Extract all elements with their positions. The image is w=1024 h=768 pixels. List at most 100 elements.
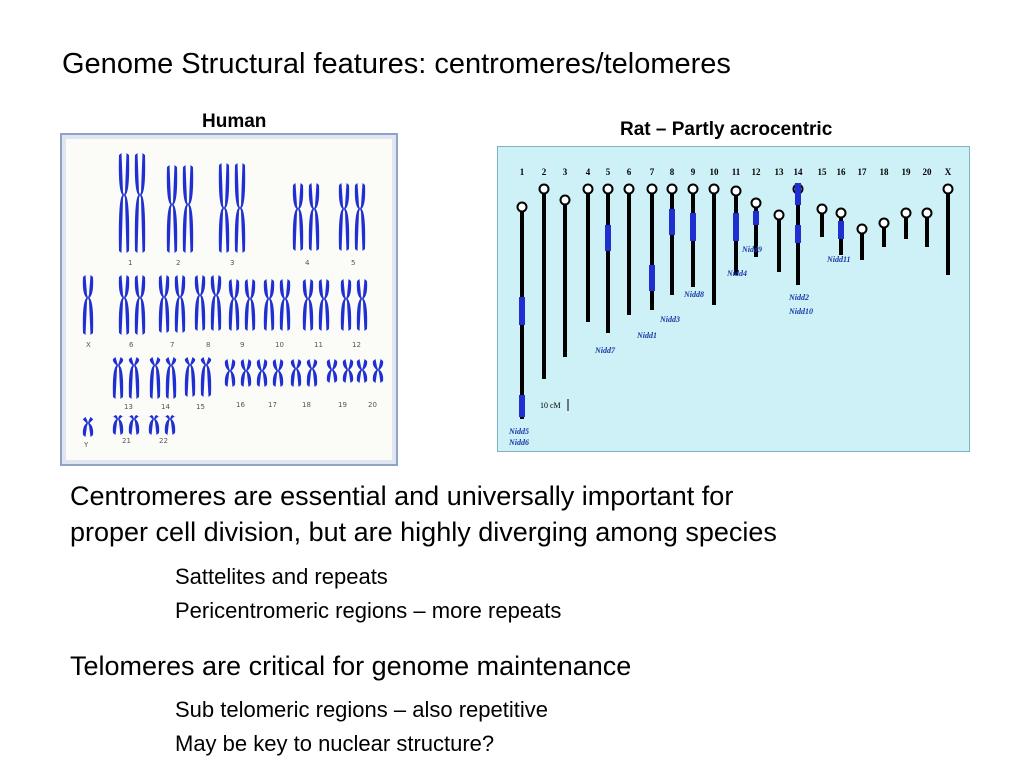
telomeres-point: Telomeres are critical for genome mainte…	[70, 651, 632, 681]
chromosome	[134, 275, 146, 335]
nidd-label: Nidd5	[509, 427, 529, 436]
rat-chr-number: X	[944, 167, 952, 177]
karyo-label: 3	[230, 259, 235, 267]
karyo-label: 15	[196, 403, 205, 411]
karyo-label: 4	[305, 259, 310, 267]
rat-caption: Rat – Partly acrocentric	[620, 119, 833, 140]
rat-chr-number: 1	[519, 167, 525, 177]
nidd-label: Nidd4	[727, 269, 747, 278]
karyo-label: 9	[240, 341, 245, 349]
rat-chr-number: 8	[669, 167, 675, 177]
chromosome	[256, 359, 268, 387]
rat-chromosome-drawing	[516, 183, 954, 419]
chromosome	[308, 183, 320, 251]
rat-chromosome	[856, 223, 868, 260]
rat-chromosome	[559, 194, 571, 357]
rat-chromosome	[816, 203, 828, 237]
rat-linkage-map: 1 2 3 4 5 6 7 8 9 10 11 12 13 14 15 16 1…	[497, 146, 970, 452]
nidd-label: Nidd6	[509, 438, 529, 447]
chromosome	[174, 275, 186, 333]
nidd-label: Nidd2	[789, 293, 809, 302]
chromosome	[356, 359, 368, 383]
rat-chromosome	[773, 209, 785, 272]
chromosome	[218, 163, 230, 253]
rat-chr-number: 13	[774, 167, 784, 177]
karyo-label: 20	[368, 401, 377, 409]
karyo-label: 14	[161, 403, 170, 411]
chromosome	[356, 279, 368, 331]
chromosome	[165, 357, 177, 399]
chromosome	[82, 417, 94, 437]
chromosome	[318, 279, 330, 331]
chromosome	[118, 275, 130, 335]
karyo-label: 18	[302, 401, 311, 409]
scale-bar-label: 10 cM	[540, 401, 561, 410]
karyo-label: 8	[206, 341, 211, 349]
chromosome	[210, 275, 222, 331]
chromosome	[372, 359, 384, 383]
rat-chr-number: 20	[922, 167, 932, 177]
rat-chr-number: 18	[879, 167, 889, 177]
chromosome	[234, 163, 246, 253]
human-karyotype-image: 1 2 3 4 5 X 6 7 8 9 10 11 12 13 14 15 16…	[60, 133, 398, 466]
chromosome	[279, 279, 291, 331]
chromosome	[194, 275, 206, 331]
chromosome	[224, 359, 236, 387]
chromosome	[149, 357, 161, 399]
centromeres-subpoint: Pericentromeric regions – more repeats	[175, 598, 562, 623]
rat-chromosome	[878, 217, 890, 247]
rat-chromosome	[900, 207, 912, 239]
telomeres-subpoint: Sub telomeric regions – also repetitive	[175, 697, 548, 722]
karyo-label: 6	[129, 341, 134, 349]
rat-chr-number: 15	[817, 167, 827, 177]
chromosome	[272, 359, 284, 387]
rat-chromosome	[646, 183, 658, 310]
rat-chromosome	[582, 183, 594, 322]
human-chromosomes-drawing	[82, 153, 384, 437]
slide-title: Genome Structural features: centromeres/…	[62, 48, 731, 80]
karyo-label: 11	[314, 341, 323, 349]
chromosome	[82, 275, 94, 335]
chromosome	[182, 165, 194, 253]
chromosome	[148, 415, 160, 435]
nidd-label: Nidd11	[827, 255, 851, 264]
rat-chr-number: 19	[901, 167, 911, 177]
rat-chr-number: 16	[836, 167, 846, 177]
chromosome	[134, 153, 146, 253]
centromeres-subpoint: Sattelites and repeats	[175, 564, 388, 589]
rat-chromosome	[623, 183, 635, 315]
chromosome	[290, 359, 302, 387]
nidd-label: Nidd1	[637, 331, 657, 340]
rat-chromosome	[602, 183, 614, 333]
karyo-label: 17	[268, 401, 277, 409]
chromosome	[128, 357, 140, 399]
rat-chromosome	[538, 183, 550, 379]
chromosome	[166, 165, 178, 253]
chromosome	[158, 275, 170, 333]
karyo-label: 21	[122, 437, 131, 445]
karyo-label: 16	[236, 401, 245, 409]
chromosome	[200, 357, 212, 397]
rat-chr-number: 11	[731, 167, 741, 177]
rat-chr-number: 4	[585, 167, 591, 177]
chromosome	[228, 279, 240, 331]
rat-chr-number: 6	[626, 167, 632, 177]
chromosome	[128, 415, 140, 435]
chromosome	[340, 279, 352, 331]
rat-chr-number: 7	[649, 167, 655, 177]
karyo-label: 10	[275, 341, 284, 349]
chromosome	[338, 183, 350, 251]
karyo-label: 12	[352, 341, 361, 349]
chromosome	[244, 279, 256, 331]
rat-chr-number: 5	[605, 167, 611, 177]
rat-chr-number: 3	[562, 167, 568, 177]
chromosome	[112, 415, 124, 435]
chromosome	[263, 279, 275, 331]
chromosome	[306, 359, 318, 387]
nidd-label: Nidd10	[789, 307, 813, 316]
karyo-label: 1	[128, 259, 133, 267]
chromosome	[326, 359, 338, 383]
chromosome	[292, 183, 304, 251]
human-caption: Human	[202, 111, 267, 132]
rat-chr-number: 2	[541, 167, 547, 177]
